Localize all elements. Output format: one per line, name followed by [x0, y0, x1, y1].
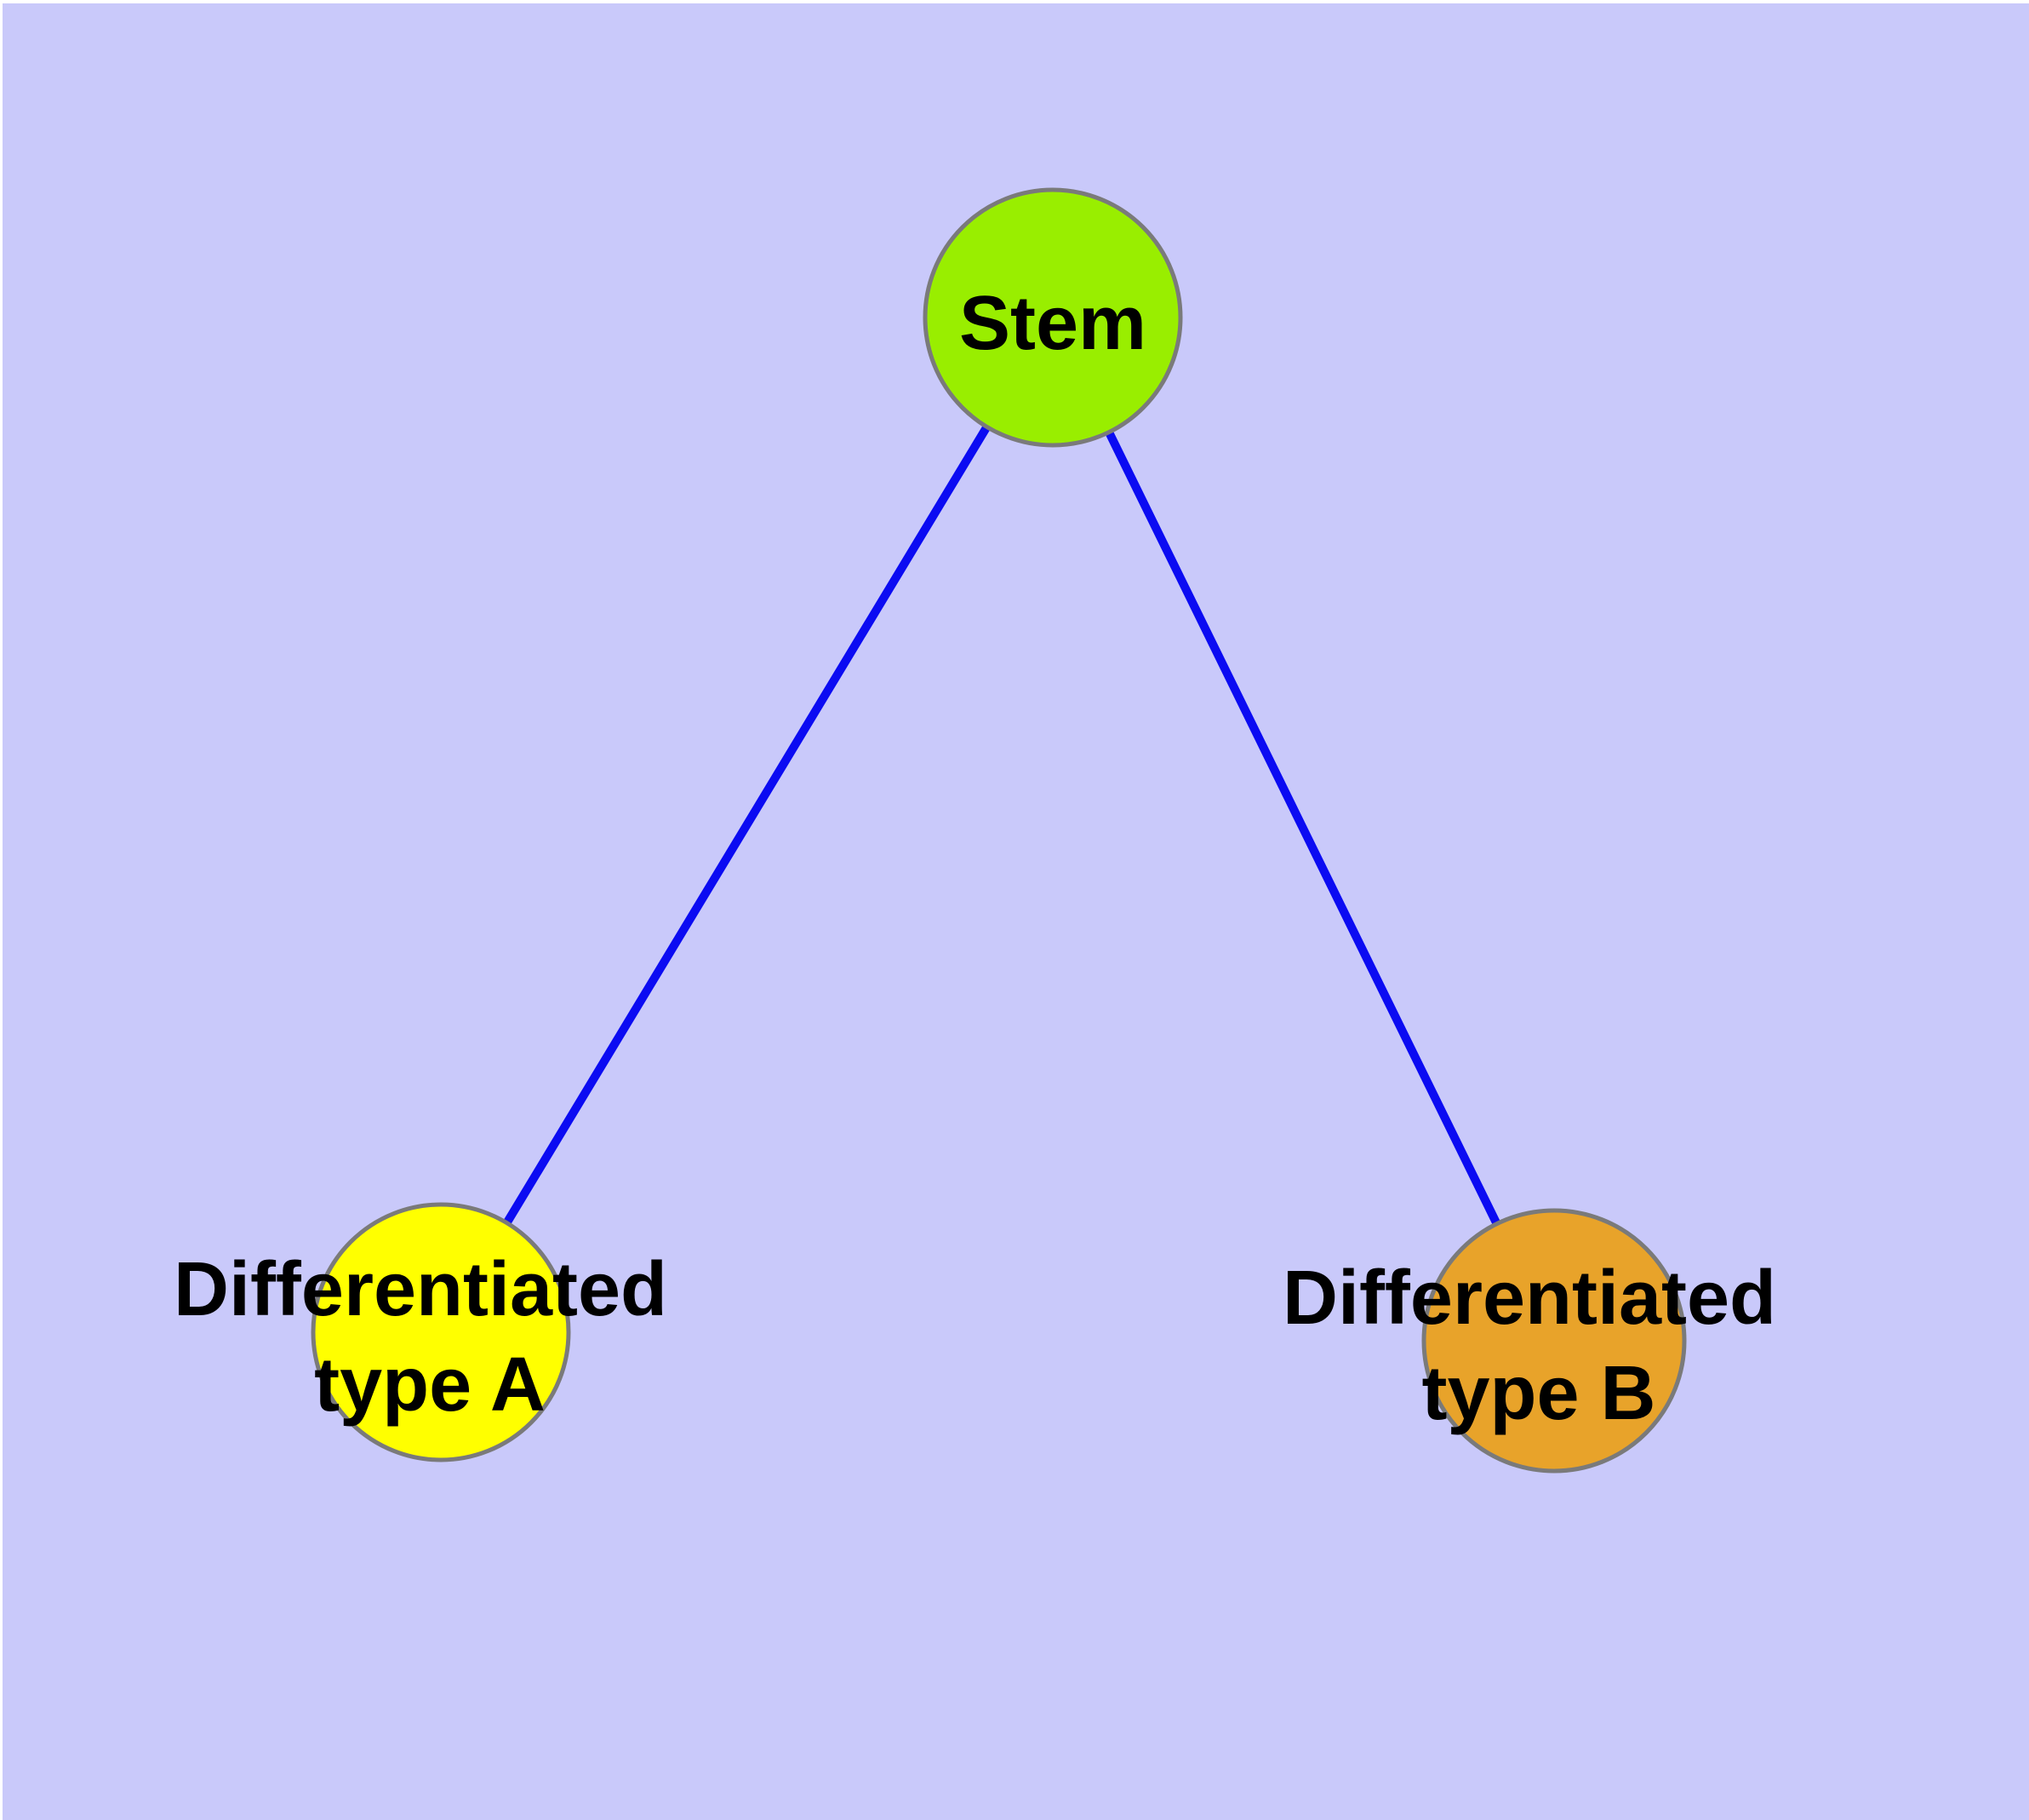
node-stem: Stem — [923, 187, 1183, 448]
node-type-b-label-line1: Differentiated — [1283, 1256, 1776, 1341]
node-type-b: Differentiated type B — [1283, 1208, 1776, 1474]
node-stem-label: Stem — [959, 281, 1146, 366]
node-type-a: Differentiated type A — [174, 1202, 667, 1462]
node-type-b-circle — [1421, 1208, 1687, 1474]
node-type-a-circle — [311, 1202, 571, 1462]
edge-stem-to-type-b — [1049, 315, 1558, 1343]
node-stem-circle — [923, 187, 1183, 448]
node-type-a-label-line2: type A — [314, 1342, 546, 1428]
edge-stem-to-type-a — [437, 315, 1057, 1335]
node-type-b-label-line2: type B — [1421, 1351, 1655, 1436]
node-type-a-label-line1: Differentiated — [174, 1247, 667, 1332]
